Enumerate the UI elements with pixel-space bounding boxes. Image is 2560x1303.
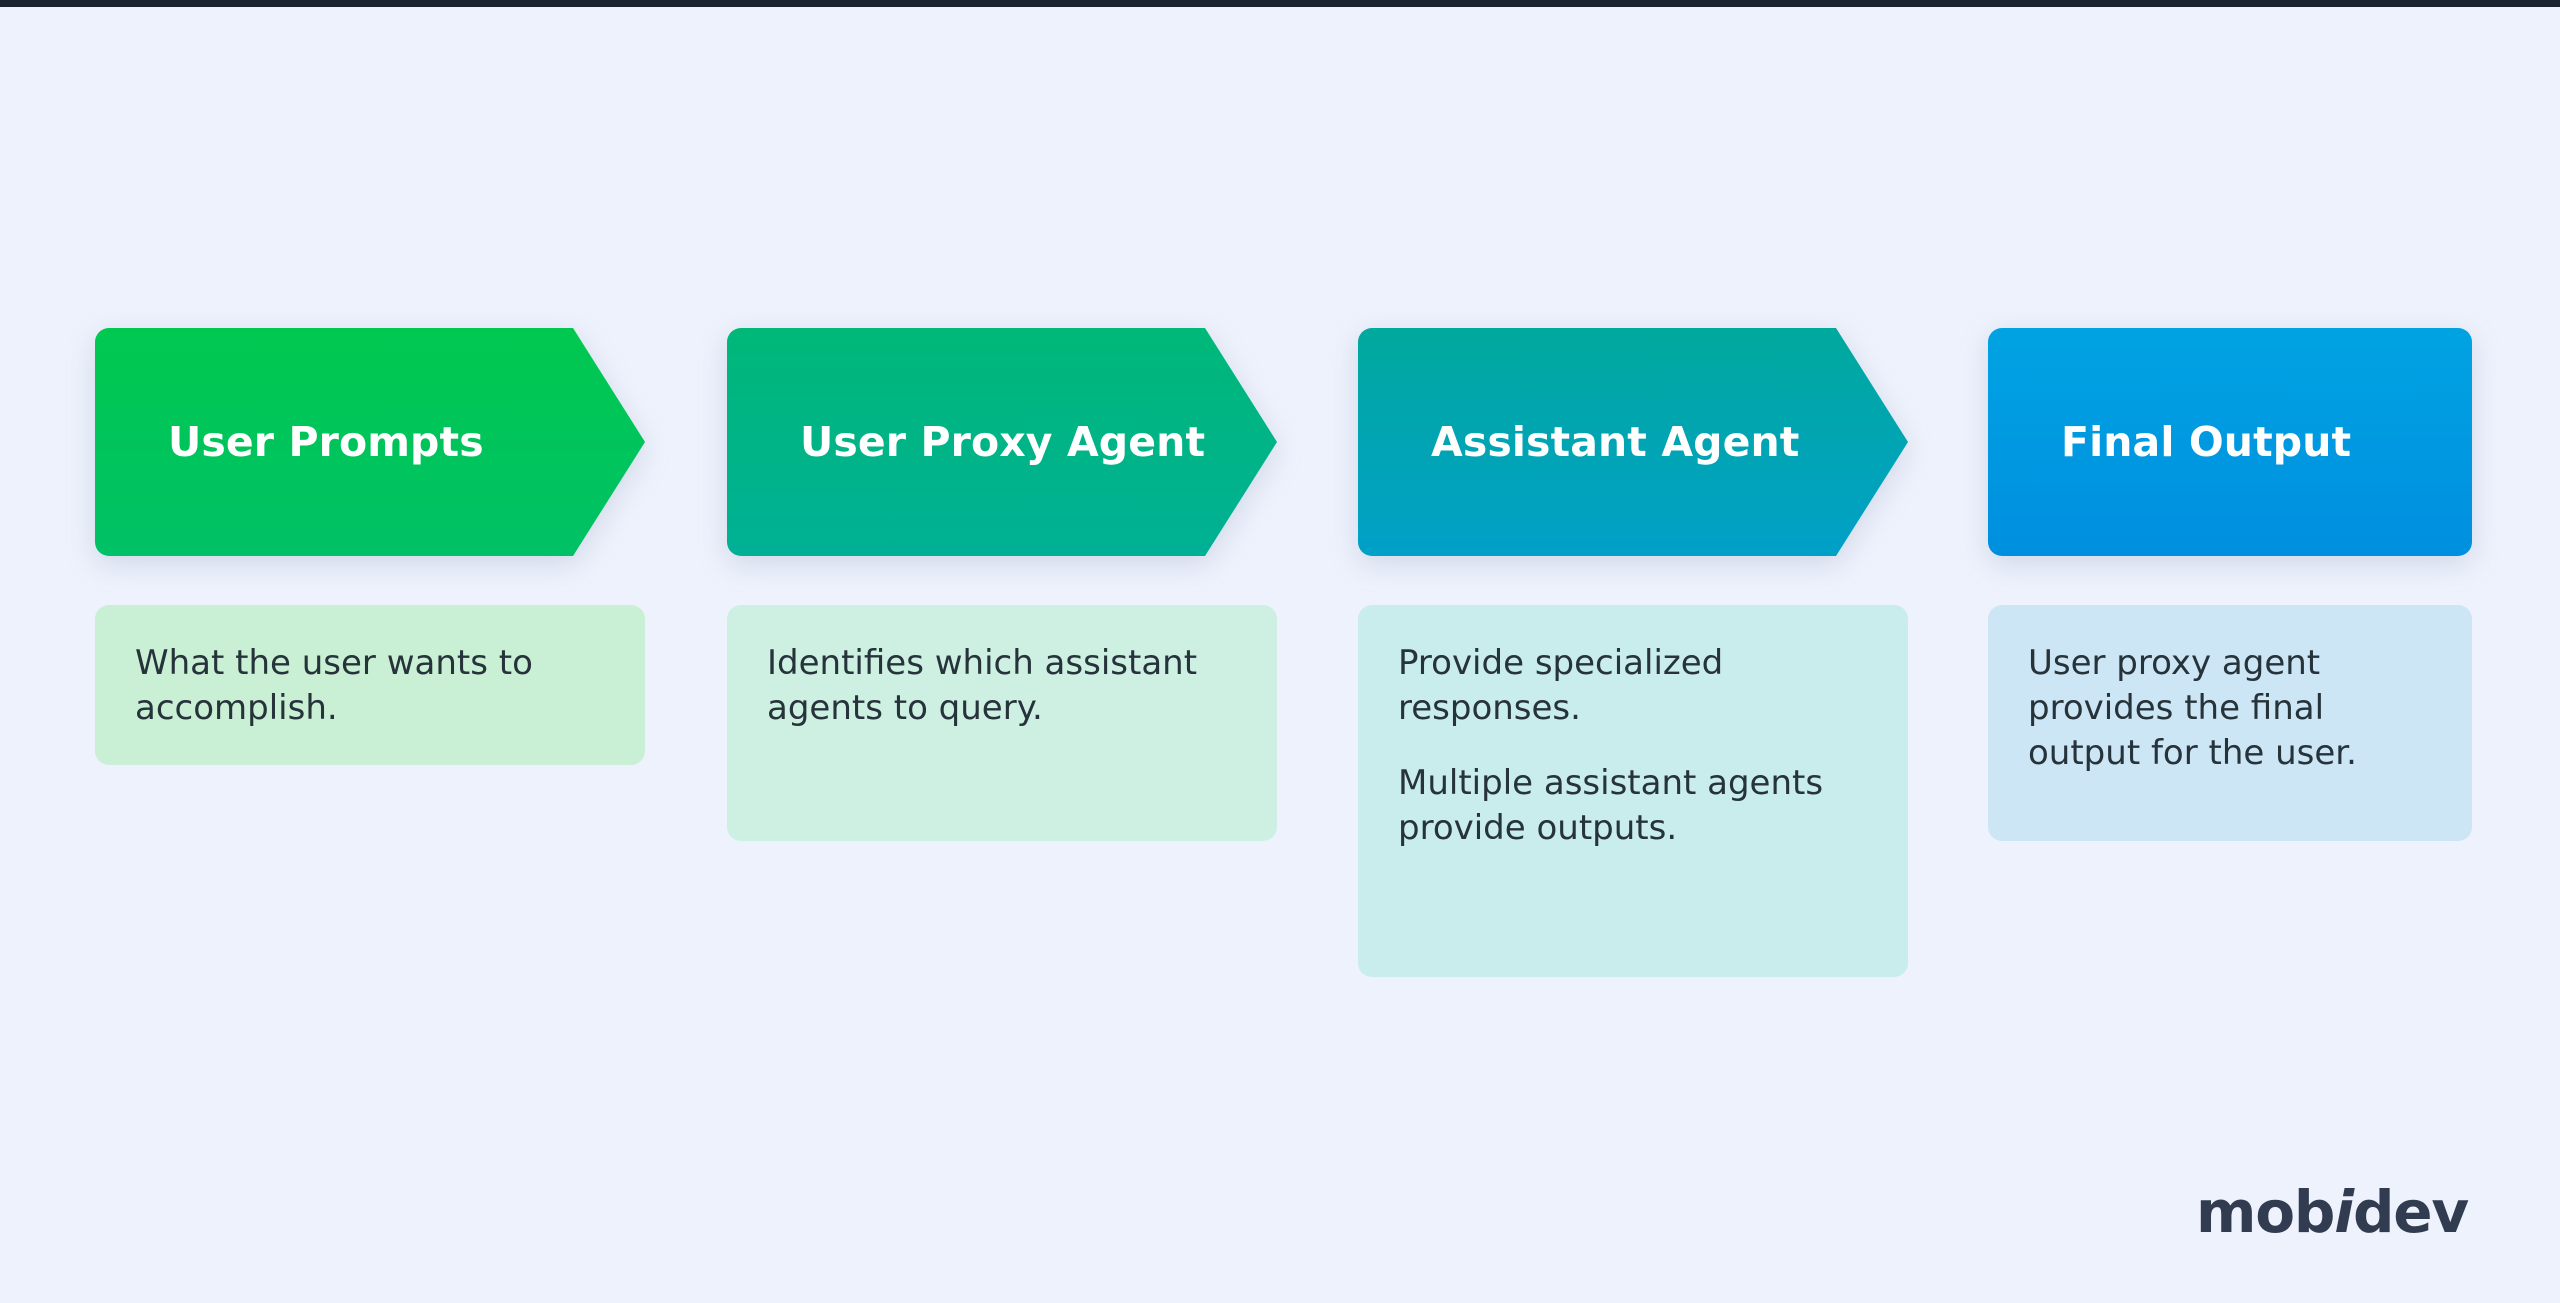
rounded-rect-shape <box>1988 328 2472 556</box>
step-description-card: Provide specialized responses. Multiple … <box>1358 605 1908 977</box>
process-step-1: User Prompts What the user wants to acco… <box>95 328 645 765</box>
chevron-shape <box>95 328 645 556</box>
step-banner-final-output[interactable]: Final Output <box>1988 328 2472 556</box>
logo-italic-i: i <box>2334 1178 2354 1246</box>
step-banner-user-prompts[interactable]: User Prompts <box>95 328 645 556</box>
card-paragraph: What the user wants to accomplish. <box>135 643 533 728</box>
step-banner-user-proxy-agent[interactable]: User Proxy Agent <box>727 328 1277 556</box>
logo-suffix: dev <box>2352 1178 2469 1246</box>
step-description-card: Identifies which assistant agents to que… <box>727 605 1277 841</box>
process-step-4: Final Output User proxy agent provides t… <box>1988 328 2472 841</box>
step-description-card: User proxy agent provides the final outp… <box>1988 605 2472 841</box>
step-description-card: What the user wants to accomplish. <box>95 605 645 765</box>
process-step-3: Assistant Agent Provide specialized resp… <box>1358 328 1908 977</box>
step-banner-assistant-agent[interactable]: Assistant Agent <box>1358 328 1908 556</box>
step-title: Assistant Agent <box>1431 418 1800 466</box>
top-edge-strip <box>0 0 2560 7</box>
logo-prefix: mob <box>2196 1178 2335 1246</box>
card-paragraph: Multiple assistant agents provide output… <box>1398 762 1824 848</box>
card-paragraph: User proxy agent provides the final outp… <box>2028 643 2357 773</box>
process-step-2: User Proxy Agent Identifies which assist… <box>727 328 1277 841</box>
chevron-shape <box>727 328 1277 556</box>
mobidev-logo: mobidev <box>2196 1183 2469 1241</box>
step-title: Final Output <box>2061 418 2352 466</box>
step-title: User Prompts <box>168 418 484 466</box>
card-paragraph: Identifies which assistant agents to que… <box>767 643 1198 728</box>
chevron-shape <box>1358 328 1908 556</box>
card-paragraph: Provide specialized responses. <box>1398 643 1724 728</box>
step-title: User Proxy Agent <box>800 418 1206 466</box>
